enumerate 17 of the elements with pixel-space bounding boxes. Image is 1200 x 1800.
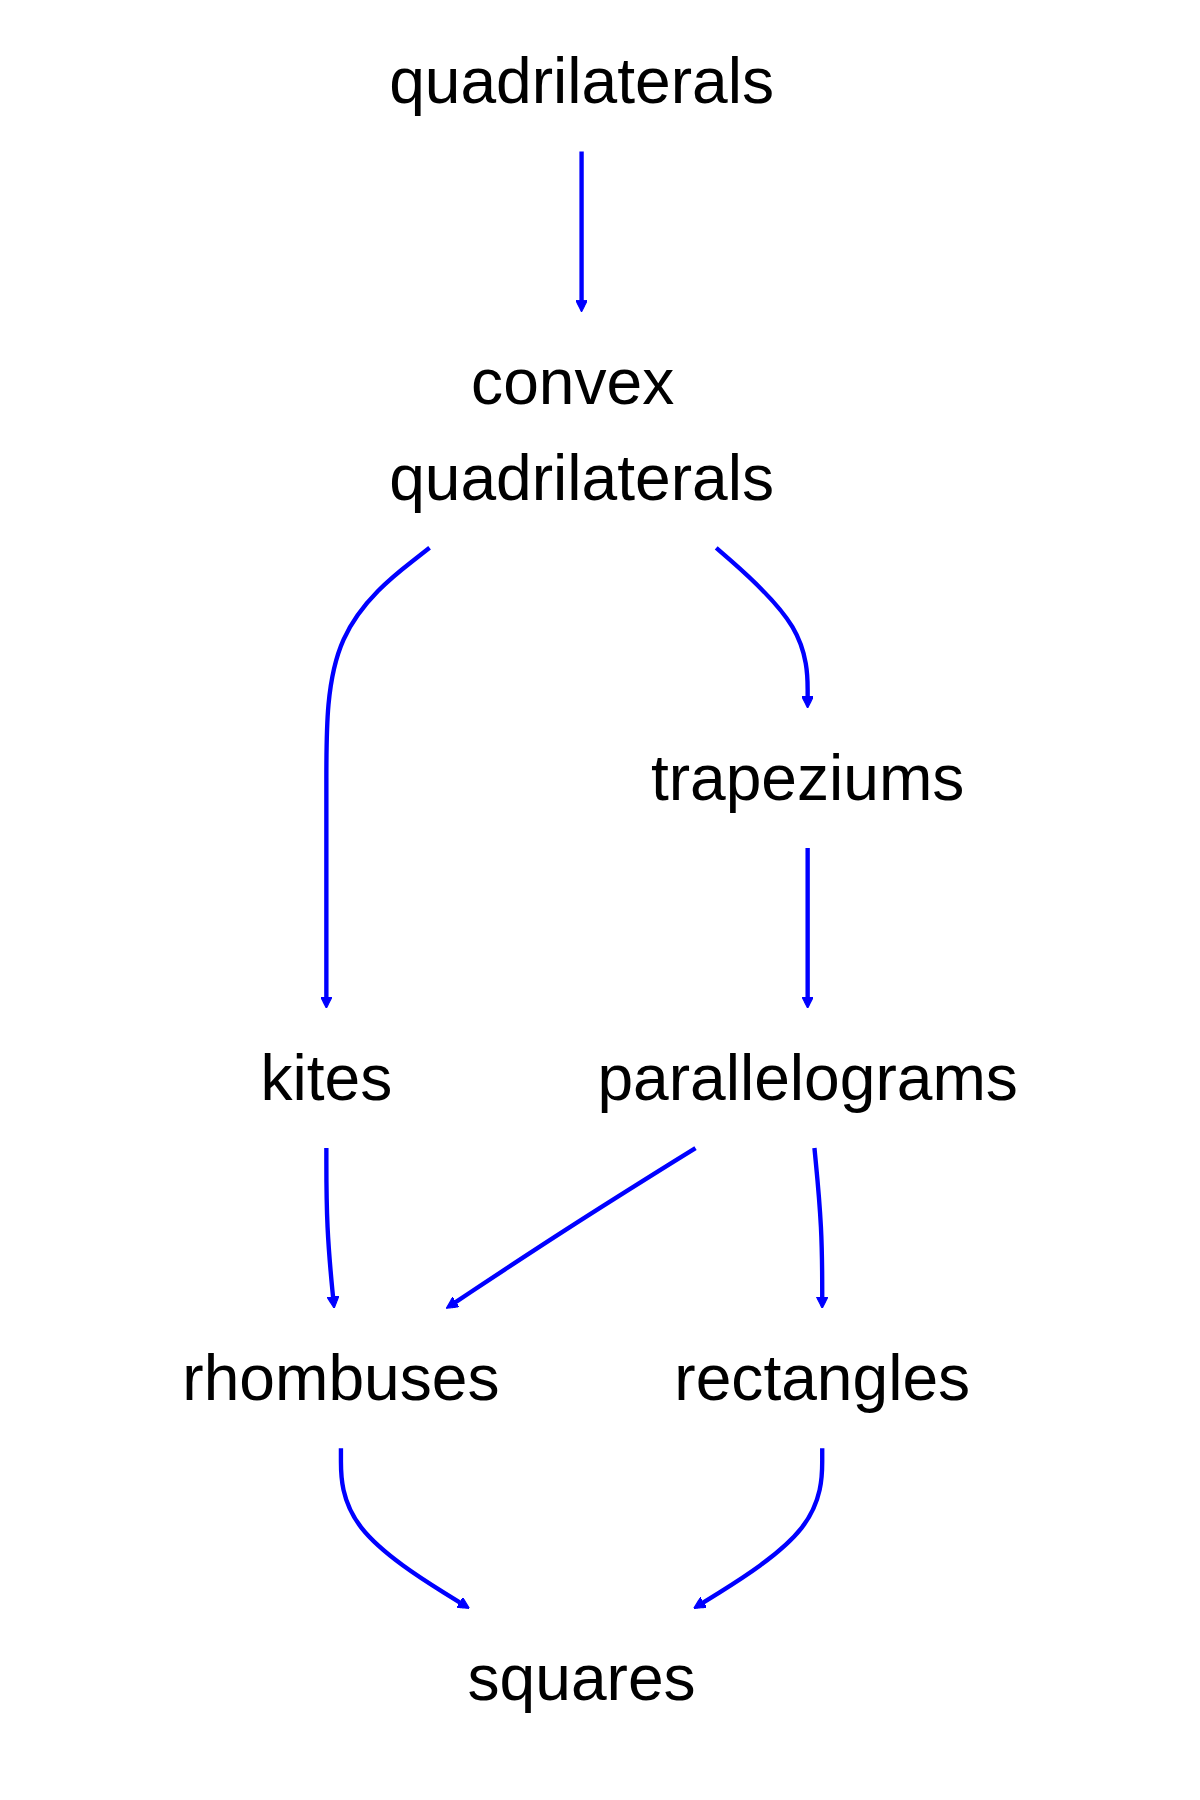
arrow <box>445 1146 697 1309</box>
node-text: squares <box>467 1641 696 1714</box>
arrow <box>319 546 431 1009</box>
arrow <box>801 847 814 1009</box>
node-text: parallelograms <box>597 1041 1018 1114</box>
node-text: kites <box>260 1041 393 1114</box>
arrow <box>714 546 814 709</box>
arrow <box>812 1147 829 1309</box>
node-text: convex quadrilaterals <box>389 345 774 513</box>
arrow <box>693 1448 825 1610</box>
node-text: quadrilaterals <box>389 45 774 117</box>
arrow <box>338 1448 470 1610</box>
node-text: trapeziums <box>650 741 965 813</box>
arrow <box>324 1148 340 1309</box>
node-text: rhombuses <box>182 1341 500 1414</box>
node-text: rectangles <box>674 1341 970 1414</box>
arrow <box>575 151 588 313</box>
